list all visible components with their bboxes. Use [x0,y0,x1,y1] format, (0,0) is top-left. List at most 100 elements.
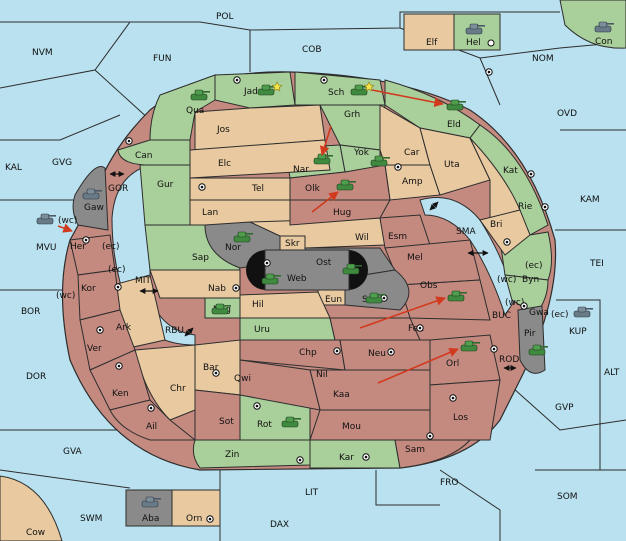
territory-sch[interactable]: Sch [328,88,344,98]
territory-chp[interactable]: Chp [299,348,317,358]
territory-sam[interactable]: Sam [405,445,425,455]
territory-jos[interactable]: Jos [216,125,230,135]
sea-fro[interactable]: FRO [440,478,459,488]
territory-orl[interactable]: Orl [446,359,459,369]
territory-nar[interactable]: Nar [293,165,309,175]
territory-rie[interactable]: Rie [518,202,533,212]
supply-center-icon [387,348,395,356]
territory-gaw[interactable]: Gaw [84,203,104,213]
territory-eld[interactable]: Eld [447,120,461,130]
sea-lit[interactable]: LIT [305,488,319,498]
sea-rod[interactable]: ROD [499,355,519,365]
territory-lan[interactable]: Lan [202,208,218,218]
supply-center-icon [206,515,214,523]
territory-ark[interactable]: Ark [116,323,132,333]
territory-tel[interactable]: Tel [251,184,264,194]
sea-nom[interactable]: NOM [532,54,554,64]
territory-nor[interactable]: Nor [225,243,241,253]
sea-som[interactable]: SOM [557,492,578,502]
territory-uru[interactable]: Uru [254,325,270,335]
territory-kaa[interactable]: Kaa [333,390,350,400]
corner-box-elf[interactable]: Elf [403,13,455,51]
territory-kar[interactable]: Kar [339,453,354,463]
supply-center-icon [82,236,90,244]
territory-her[interactable]: Her [70,242,86,252]
territory-gur[interactable]: Gur [157,180,174,190]
corner-box-hel[interactable]: Hel [453,13,501,51]
sea-kal[interactable]: KAL [5,163,22,173]
territory-zin[interactable]: Zin [225,450,239,460]
corner-box-aba[interactable]: Aba [125,489,173,527]
territory-web[interactable]: Web [287,274,307,284]
territory-car[interactable]: Car [404,148,420,158]
sea-rbu[interactable]: RBU [165,326,184,336]
territory-bar[interactable]: Bar [203,363,219,373]
territory-esm[interactable]: Esm [388,232,407,242]
sea-ovd[interactable]: OVD [557,109,577,119]
sea-gvg[interactable]: GVG [52,158,72,168]
sea-swm[interactable]: SWM [80,514,102,524]
sea-kam[interactable]: KAM [580,195,600,205]
territory-skr[interactable]: Skr [285,239,300,249]
territory-ost[interactable]: Ost [316,258,332,268]
sea-buc[interactable]: BUC [492,311,511,321]
territory-elc[interactable]: Elc [218,159,231,169]
territory-rot[interactable]: Rot [257,420,272,430]
territory-qua[interactable]: Qua [186,106,204,116]
territory-sap[interactable]: Sap [192,253,209,263]
sea-tei[interactable]: TEI [589,259,604,269]
territory-yok[interactable]: Yok [353,148,370,158]
supply-center-icon [263,259,271,267]
territory-pir[interactable]: Pir [524,329,536,339]
territory-amp[interactable]: Amp [402,177,423,187]
territory-mel[interactable]: Mel [407,253,423,263]
territory-ver[interactable]: Ver [87,344,102,354]
territory-kat[interactable]: Kat [503,166,518,176]
territory-gwa[interactable]: Gwa [529,308,549,318]
inner-sea-east [419,197,516,317]
territory-wil[interactable]: Wil [355,233,369,243]
sea-alt[interactable]: ALT [604,368,620,378]
territory-sot[interactable]: Sot [219,417,234,427]
sea-fun[interactable]: FUN [153,54,172,64]
territory-hug[interactable]: Hug [333,208,351,218]
territory-nab[interactable]: Nab [208,284,226,294]
territory-nil[interactable]: Nil [316,370,328,380]
sea-bor[interactable]: BOR [21,307,40,317]
sea-sma[interactable]: SMA [456,227,476,237]
sea-pol[interactable]: POL [216,12,234,22]
territory-mou[interactable]: Mou [342,422,361,432]
territory-neu[interactable]: Neu [368,349,386,359]
sea-kup[interactable]: KUP [569,327,587,337]
sea-dax[interactable]: DAX [270,520,289,530]
territory-chr[interactable]: Chr [170,384,186,394]
supply-center-icon [362,453,370,461]
connection-arrows [109,171,517,371]
territory-bri[interactable]: Bri [490,220,502,230]
territory-can[interactable]: Can [135,151,153,161]
move-arrows [57,89,459,384]
sea-dor[interactable]: DOR [26,372,46,382]
territory-eun[interactable]: Eun [325,295,342,305]
sea-gor[interactable]: GOR [108,184,128,194]
sea-nvm[interactable]: NVM [32,48,53,58]
territory-los[interactable]: Los [453,413,468,423]
sea-gvp[interactable]: GVP [555,403,574,413]
sea-mit[interactable]: MIT [135,276,151,286]
territory-obs[interactable]: Obs [420,281,438,291]
sea-mvu[interactable]: MVU [36,243,57,253]
sea-gva[interactable]: GVA [63,447,83,457]
sea-cob[interactable]: COB [302,45,322,55]
territory-kor[interactable]: Kor [81,284,96,294]
territory-ail[interactable]: Ail [146,422,157,432]
territory-uta[interactable]: Uta [444,160,460,170]
territory-jad[interactable]: Jad [243,87,258,97]
territory-hil[interactable]: Hil [252,300,264,310]
territory-ken[interactable]: Ken [112,389,129,399]
territory-grh[interactable]: Grh [344,110,360,120]
territory-olk[interactable]: Olk [305,184,321,194]
territory-feu[interactable]: Feu [408,324,424,334]
territory-qwi[interactable]: Qwi [234,374,251,384]
territory-byn[interactable]: Byn [522,275,539,285]
label-con: Con [595,37,613,47]
